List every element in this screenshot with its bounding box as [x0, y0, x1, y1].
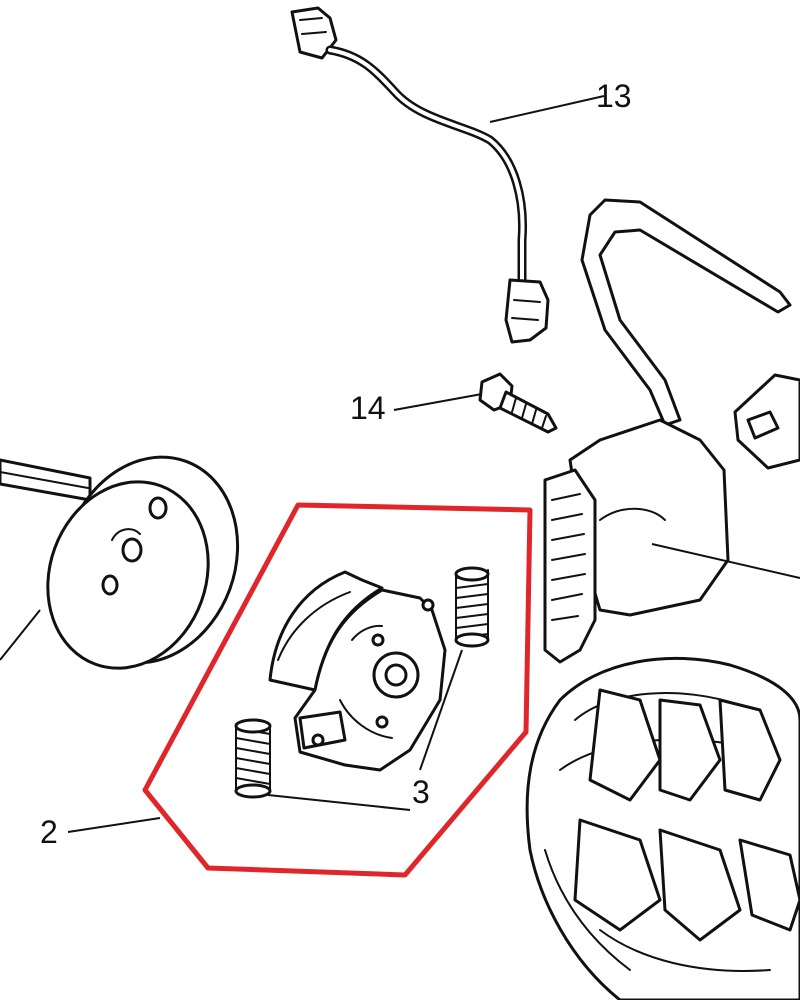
screw — [478, 372, 558, 434]
ignition-wire — [290, 6, 550, 344]
callout-3: 3 — [412, 774, 430, 810]
callout-14: 14 — [350, 390, 386, 426]
leader-3-lower — [267, 794, 411, 811]
small-block — [733, 373, 800, 470]
leader-drum — [0, 609, 41, 661]
highlight-outline — [142, 502, 533, 878]
leader-14 — [393, 393, 483, 411]
leader-module — [651, 543, 800, 579]
leader-2 — [67, 817, 161, 833]
clutch-shoe-assembly — [268, 570, 447, 772]
leader-3-upper — [419, 649, 463, 771]
callout-2: 2 — [40, 814, 58, 850]
callout-13: 13 — [596, 78, 632, 114]
spring-lower — [234, 718, 272, 799]
ignition-module — [543, 198, 800, 664]
leader-13 — [489, 95, 605, 123]
clutch-drum — [0, 455, 240, 670]
flywheel — [525, 656, 800, 1000]
spring-upper — [454, 566, 490, 648]
